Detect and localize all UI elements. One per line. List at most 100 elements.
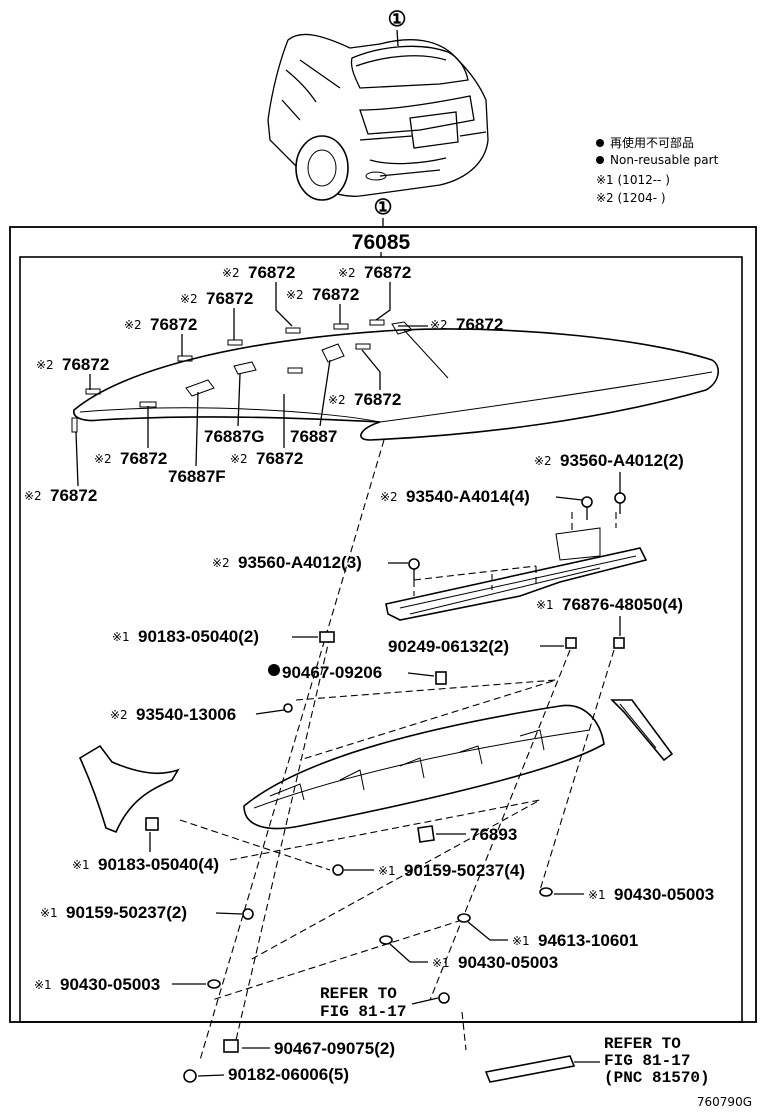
- svg-text:76887F: 76887F: [168, 467, 226, 486]
- svg-text:※2: ※2: [286, 288, 304, 302]
- svg-text:※2: ※2: [180, 292, 198, 306]
- svg-text:76872: 76872: [120, 449, 167, 468]
- svg-text:※2: ※2: [380, 490, 398, 504]
- legend-line-ja: 再使用不可部品: [610, 135, 694, 150]
- svg-text:76893: 76893: [470, 825, 517, 844]
- svg-text:76872: 76872: [456, 315, 503, 334]
- label-90249-06132: 90249-06132(2): [388, 637, 564, 656]
- svg-text:93560-A4012(3): 93560-A4012(3): [238, 553, 362, 572]
- svg-text:※1: ※1: [72, 858, 90, 872]
- svg-text:※2: ※2: [230, 452, 248, 466]
- label-93560-a4012-3: ※2 93560-A4012(3): [212, 553, 408, 572]
- callout-number-middle: ①: [374, 196, 393, 219]
- svg-text:76876-48050(4): 76876-48050(4): [562, 595, 683, 614]
- legend-line-m1: ※1 (1012-- ): [596, 173, 670, 187]
- svg-text:90467-09206: 90467-09206: [282, 663, 382, 682]
- label-76876-48050: ※1 76876-48050(4): [536, 595, 683, 636]
- svg-text:※1: ※1: [40, 906, 58, 920]
- label-76872-h: ※2 76872: [328, 349, 401, 409]
- svg-text:※1: ※1: [512, 934, 530, 948]
- svg-text:※1: ※1: [536, 598, 554, 612]
- drawing-id: 760790G: [697, 1095, 752, 1109]
- label-90467-09206: 90467-09206: [282, 663, 435, 682]
- label-76872-i: ※2 76872: [94, 406, 167, 468]
- svg-text:※2: ※2: [94, 452, 112, 466]
- svg-text:93540-13006: 93540-13006: [136, 705, 236, 724]
- label-76893: 76893: [436, 825, 517, 844]
- svg-text:※2: ※2: [328, 393, 346, 407]
- svg-text:※2: ※2: [222, 266, 240, 280]
- svg-text:90159-50237(4): 90159-50237(4): [404, 861, 525, 880]
- label-93560-a4012-2: ※2 93560-A4012(2): [534, 451, 684, 494]
- svg-text:76872: 76872: [62, 355, 109, 374]
- svg-text:76872: 76872: [50, 486, 97, 505]
- svg-text:REFER TO: REFER TO: [604, 1035, 681, 1053]
- refer-to-note-2: REFER TO FIG 81-17 (PNC 81570): [574, 1035, 710, 1087]
- label-76872-b: ※2 76872: [338, 263, 411, 321]
- svg-text:76872: 76872: [364, 263, 411, 282]
- svg-text:※2: ※2: [24, 489, 42, 503]
- svg-text:93560-A4012(2): 93560-A4012(2): [560, 451, 684, 470]
- svg-text:※2: ※2: [124, 318, 142, 332]
- svg-text:※1: ※1: [34, 978, 52, 992]
- non-reusable-dot-icon: [596, 156, 604, 164]
- label-76872-a: ※2 76872: [222, 263, 295, 327]
- label-76872-f: ※2 76872: [398, 315, 503, 334]
- label-90430-05003-c: ※1 90430-05003: [34, 975, 206, 994]
- garnish-illustration: [78, 699, 674, 834]
- label-76872-c: ※2 76872: [180, 289, 253, 340]
- svg-text:FIG 81-17: FIG 81-17: [320, 1003, 406, 1021]
- label-94613-10601: ※1 94613-10601: [467, 921, 638, 950]
- svg-text:※2: ※2: [110, 708, 128, 722]
- label-90467-09075: 90467-09075(2): [242, 1039, 395, 1058]
- svg-text:90183-05040(4): 90183-05040(4): [98, 855, 219, 874]
- legend-line-en: Non-reusable part: [610, 153, 719, 167]
- refer-to-note-1: REFER TO FIG 81-17: [320, 985, 439, 1021]
- svg-text:※2: ※2: [36, 358, 54, 372]
- svg-text:90159-50237(2): 90159-50237(2): [66, 903, 187, 922]
- label-93540-13006: ※2 93540-13006: [110, 705, 285, 724]
- svg-text:90430-05003: 90430-05003: [614, 885, 714, 904]
- svg-text:※2: ※2: [534, 454, 552, 468]
- svg-text:(PNC 81570): (PNC 81570): [604, 1069, 710, 1087]
- label-76872-g: ※2 76872: [36, 355, 109, 390]
- svg-text:※2: ※2: [212, 556, 230, 570]
- svg-text:76887G: 76887G: [204, 427, 265, 446]
- bolt-icon: [408, 492, 626, 580]
- label-76872-j: ※2 76872: [230, 394, 303, 468]
- svg-text:76872: 76872: [206, 289, 253, 308]
- label-90182-06006: 90182-06006(5): [197, 1065, 349, 1084]
- svg-text:90249-06132(2): 90249-06132(2): [388, 637, 509, 656]
- svg-text:90182-06006(5): 90182-06006(5): [228, 1065, 349, 1084]
- label-76887G: 76887G: [204, 373, 265, 446]
- svg-text:93540-A4014(4): 93540-A4014(4): [406, 487, 530, 506]
- label-90183-05040-2: ※1 90183-05040(2): [112, 627, 318, 646]
- svg-text:76872: 76872: [248, 263, 295, 282]
- svg-text:90430-05003: 90430-05003: [60, 975, 160, 994]
- svg-text:※2: ※2: [338, 266, 356, 280]
- svg-text:※1: ※1: [378, 864, 396, 878]
- callout-leader-top: [396, 29, 399, 47]
- svg-text:90430-05003: 90430-05003: [458, 953, 558, 972]
- label-76887F: 76887F: [168, 391, 226, 486]
- legend: 再使用不可部品 Non-reusable part ※1 (1012-- ) ※…: [596, 135, 719, 205]
- svg-text:76872: 76872: [312, 285, 359, 304]
- label-90159-50237-2: ※1 90159-50237(2): [40, 903, 243, 922]
- label-90183-05040-4: ※1 90183-05040(4): [72, 832, 219, 874]
- label-76872-e: ※2 76872: [124, 315, 197, 356]
- vehicle-illustration: [267, 33, 489, 201]
- non-reusable-dot-icon: [596, 139, 604, 147]
- label-76872-d: ※2 76872: [286, 285, 359, 324]
- svg-text:76872: 76872: [150, 315, 197, 334]
- svg-text:※1: ※1: [588, 888, 606, 902]
- svg-text:76887: 76887: [290, 427, 337, 446]
- label-90430-05003-b: ※1 90430-05003: [389, 943, 558, 972]
- legend-line-m2: ※2 (1204- ): [596, 191, 666, 205]
- label-76887: 76887: [290, 359, 337, 446]
- svg-text:90183-05040(2): 90183-05040(2): [138, 627, 259, 646]
- label-76872-k: ※2 76872: [24, 431, 97, 505]
- svg-text:76872: 76872: [256, 449, 303, 468]
- svg-text:※2: ※2: [430, 318, 448, 332]
- svg-text:※1: ※1: [432, 956, 450, 970]
